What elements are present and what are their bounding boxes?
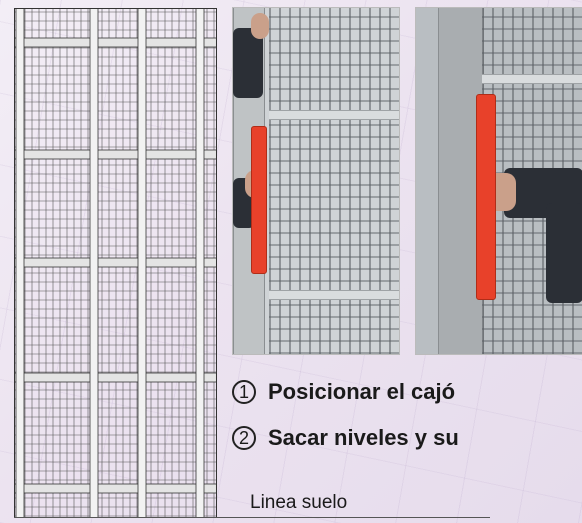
photo-leveling-panel	[415, 7, 582, 355]
schematic-rail	[14, 483, 217, 494]
step-number-circle: 2	[232, 426, 256, 450]
schematic-rail	[14, 372, 217, 383]
floor-line-label: Linea suelo	[250, 492, 348, 513]
spirit-level	[251, 126, 267, 274]
step-text: Sacar niveles y su	[268, 425, 459, 450]
floor-line	[14, 517, 490, 518]
spirit-level	[476, 94, 496, 300]
step-text: Posicionar el cajó	[268, 379, 456, 404]
schematic-rail	[14, 257, 217, 268]
schematic-post	[15, 8, 25, 518]
schematic-post	[89, 8, 99, 518]
step-1: 1 Posicionar el cajó	[232, 379, 455, 405]
schematic-post	[137, 8, 147, 518]
schematic-rail	[14, 149, 217, 160]
schematic-rail	[14, 37, 217, 48]
schematic-post	[195, 8, 205, 518]
photo-placing-panel	[232, 7, 400, 355]
step-2: 2 Sacar niveles y su	[232, 425, 459, 451]
panel-schematic-drawing	[14, 8, 217, 518]
step-number-circle: 1	[232, 380, 256, 404]
